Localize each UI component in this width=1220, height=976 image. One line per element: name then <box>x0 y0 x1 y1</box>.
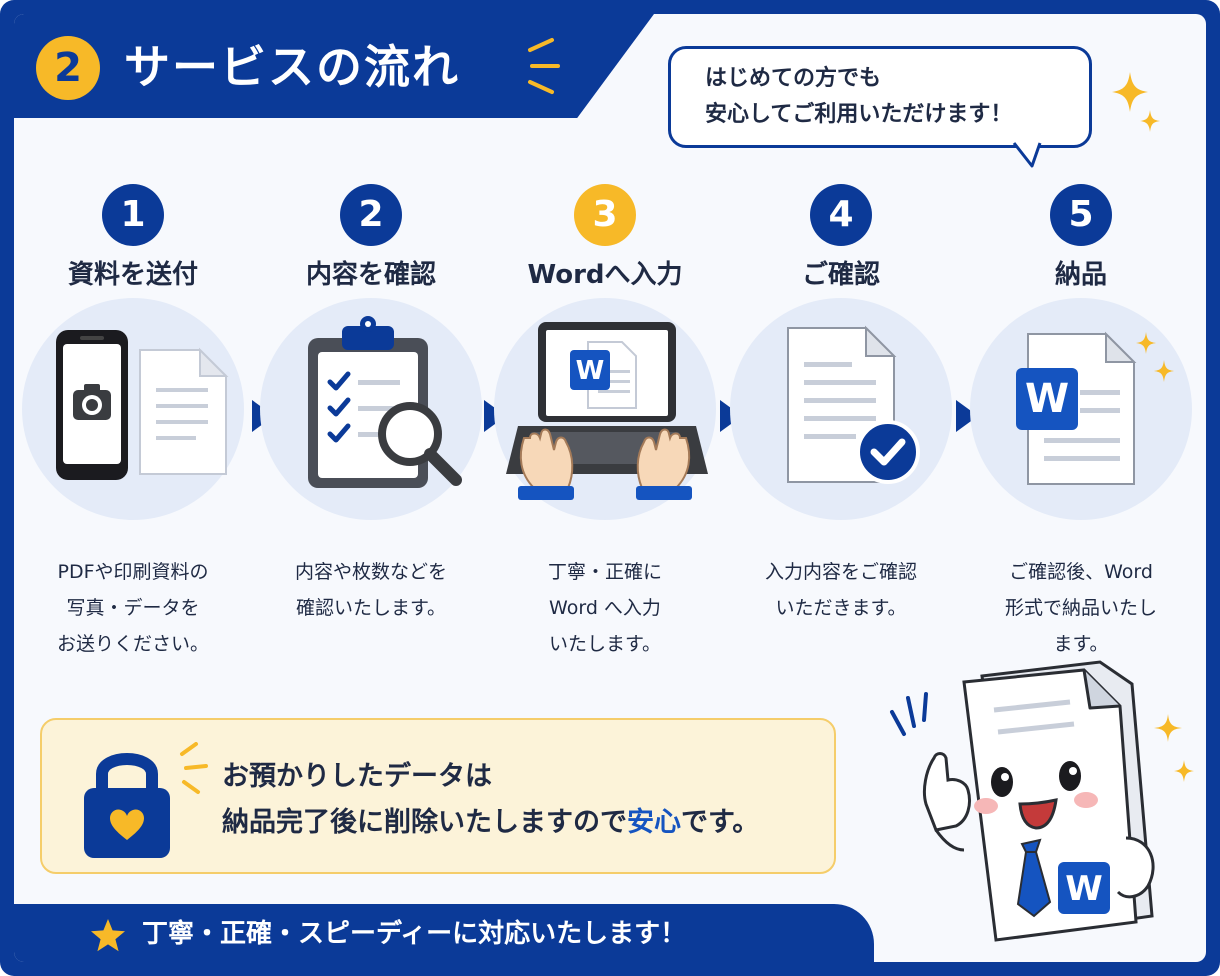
step-description: PDFや印刷資料の 写真・データを お送りください。 <box>18 554 248 662</box>
step-description-line: PDFや印刷資料の <box>57 561 209 583</box>
notice-line: お預かりしたデータは <box>222 761 492 792</box>
step-title: 内容を確認 <box>305 260 436 290</box>
step-number-badge: 2 <box>340 184 402 246</box>
step-description: 入力内容をご確認 いただきます。 <box>726 554 956 626</box>
notice-highlight: 安心 <box>627 807 681 838</box>
smartphone-camera-and-document-icon <box>56 330 229 480</box>
step-description-line: Word へ入力 <box>549 597 661 619</box>
step-description: 丁寧・正確に Word へ入力 いたします。 <box>490 554 720 662</box>
step-description: 内容や枚数などを 確認いたします。 <box>256 554 486 626</box>
speech-bubble: はじめての方でも 安心してご利用いただけます！ <box>668 46 1092 148</box>
notice-text: お預かりしたデータは 納品完了後に削除いたしますので安心です。 <box>222 754 759 846</box>
step-number-badge: 4 <box>810 184 872 246</box>
step-title: 納品 <box>1054 260 1107 290</box>
sparkle-stars-icon <box>1112 72 1160 132</box>
star-icon <box>91 919 125 952</box>
step-number-badge: 1 <box>102 184 164 246</box>
speech-bubble-tail-icon <box>1012 142 1042 168</box>
step-title: 資料を送付 <box>67 260 198 290</box>
step-number-badge: 3 <box>574 184 636 246</box>
footer-banner <box>14 904 874 962</box>
word-document-delivery-icon: W <box>1016 331 1174 485</box>
step-description-line: ご確認後、Word <box>1009 561 1153 583</box>
notice-line-text: 納品完了後に削除いたしますので <box>222 807 627 838</box>
step-description-line: 写真・データを <box>66 597 200 619</box>
step-description: ご確認後、Word 形式で納品いたし ます。 <box>966 554 1196 662</box>
header-number-badge: 2 <box>36 36 100 100</box>
laptop-typing-word-icon: W <box>506 322 708 500</box>
step-description-line: 丁寧・正確に <box>547 561 662 583</box>
step-arrow-icon <box>956 400 978 432</box>
step-description-line: 内容や枚数などを <box>294 561 447 583</box>
sparkle-lines-icon <box>528 38 560 94</box>
step-description-line: いたします。 <box>548 633 662 655</box>
word-logo-letter: W <box>1065 869 1103 909</box>
data-deletion-notice <box>40 718 836 874</box>
speech-bubble-text: はじめての方でも 安心してご利用いただけます！ <box>705 61 1012 133</box>
padlock-heart-icon <box>84 742 208 858</box>
step-description-line: 入力内容をご確認 <box>764 561 917 583</box>
step-description-line: 形式で納品いたし <box>1004 597 1157 619</box>
step-title: Wordへ入力 <box>527 260 683 290</box>
page-title: サービスの流れ <box>124 40 460 94</box>
footer-message: 丁寧・正確・スピーディーに対応いたします！ <box>142 919 687 949</box>
word-logo-letter: W <box>1025 376 1069 422</box>
notice-line-text: です。 <box>681 807 760 838</box>
document-mascot-icon: W <box>890 660 1194 942</box>
document-checkmark-icon <box>787 325 920 484</box>
step-description-line: ます。 <box>1053 633 1109 655</box>
clipboard-checklist-magnifier-icon <box>308 316 462 488</box>
speech-bubble-line: はじめての方でも <box>705 66 882 91</box>
step-description-line: いただきます。 <box>775 597 907 619</box>
speech-bubble-line: 安心してご利用いただけます！ <box>705 102 1013 127</box>
content-panel: 2 サービスの流れ はじめての方でも 安心してご利用いただけます！ 1 資料を送… <box>14 14 1206 962</box>
step-number-badge: 5 <box>1050 184 1112 246</box>
step-title: ご確認 <box>801 260 880 290</box>
word-logo-letter: W <box>576 356 605 386</box>
step-description-line: 確認いたします。 <box>295 597 447 619</box>
step-description-line: お送りください。 <box>56 633 209 655</box>
notice-line: 納品完了後に削除いたしますので安心です。 <box>222 800 759 846</box>
